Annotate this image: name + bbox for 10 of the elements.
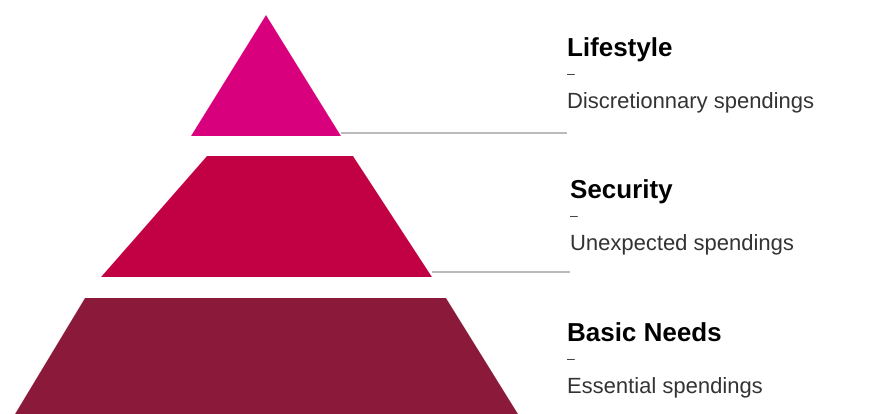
tier-heading: Basic Needs: [567, 316, 722, 349]
tier-description: Essential spendings: [567, 372, 763, 400]
dash: –: [567, 349, 575, 367]
tier-description: Discretionnary spendings: [567, 87, 814, 115]
dash: –: [570, 206, 578, 224]
leader-line: [340, 132, 568, 134]
dash: –: [567, 64, 575, 82]
tier-heading: Security: [570, 173, 673, 206]
tier-description: Unexpected spendings: [570, 229, 794, 257]
tier-heading: Lifestyle: [567, 31, 672, 64]
